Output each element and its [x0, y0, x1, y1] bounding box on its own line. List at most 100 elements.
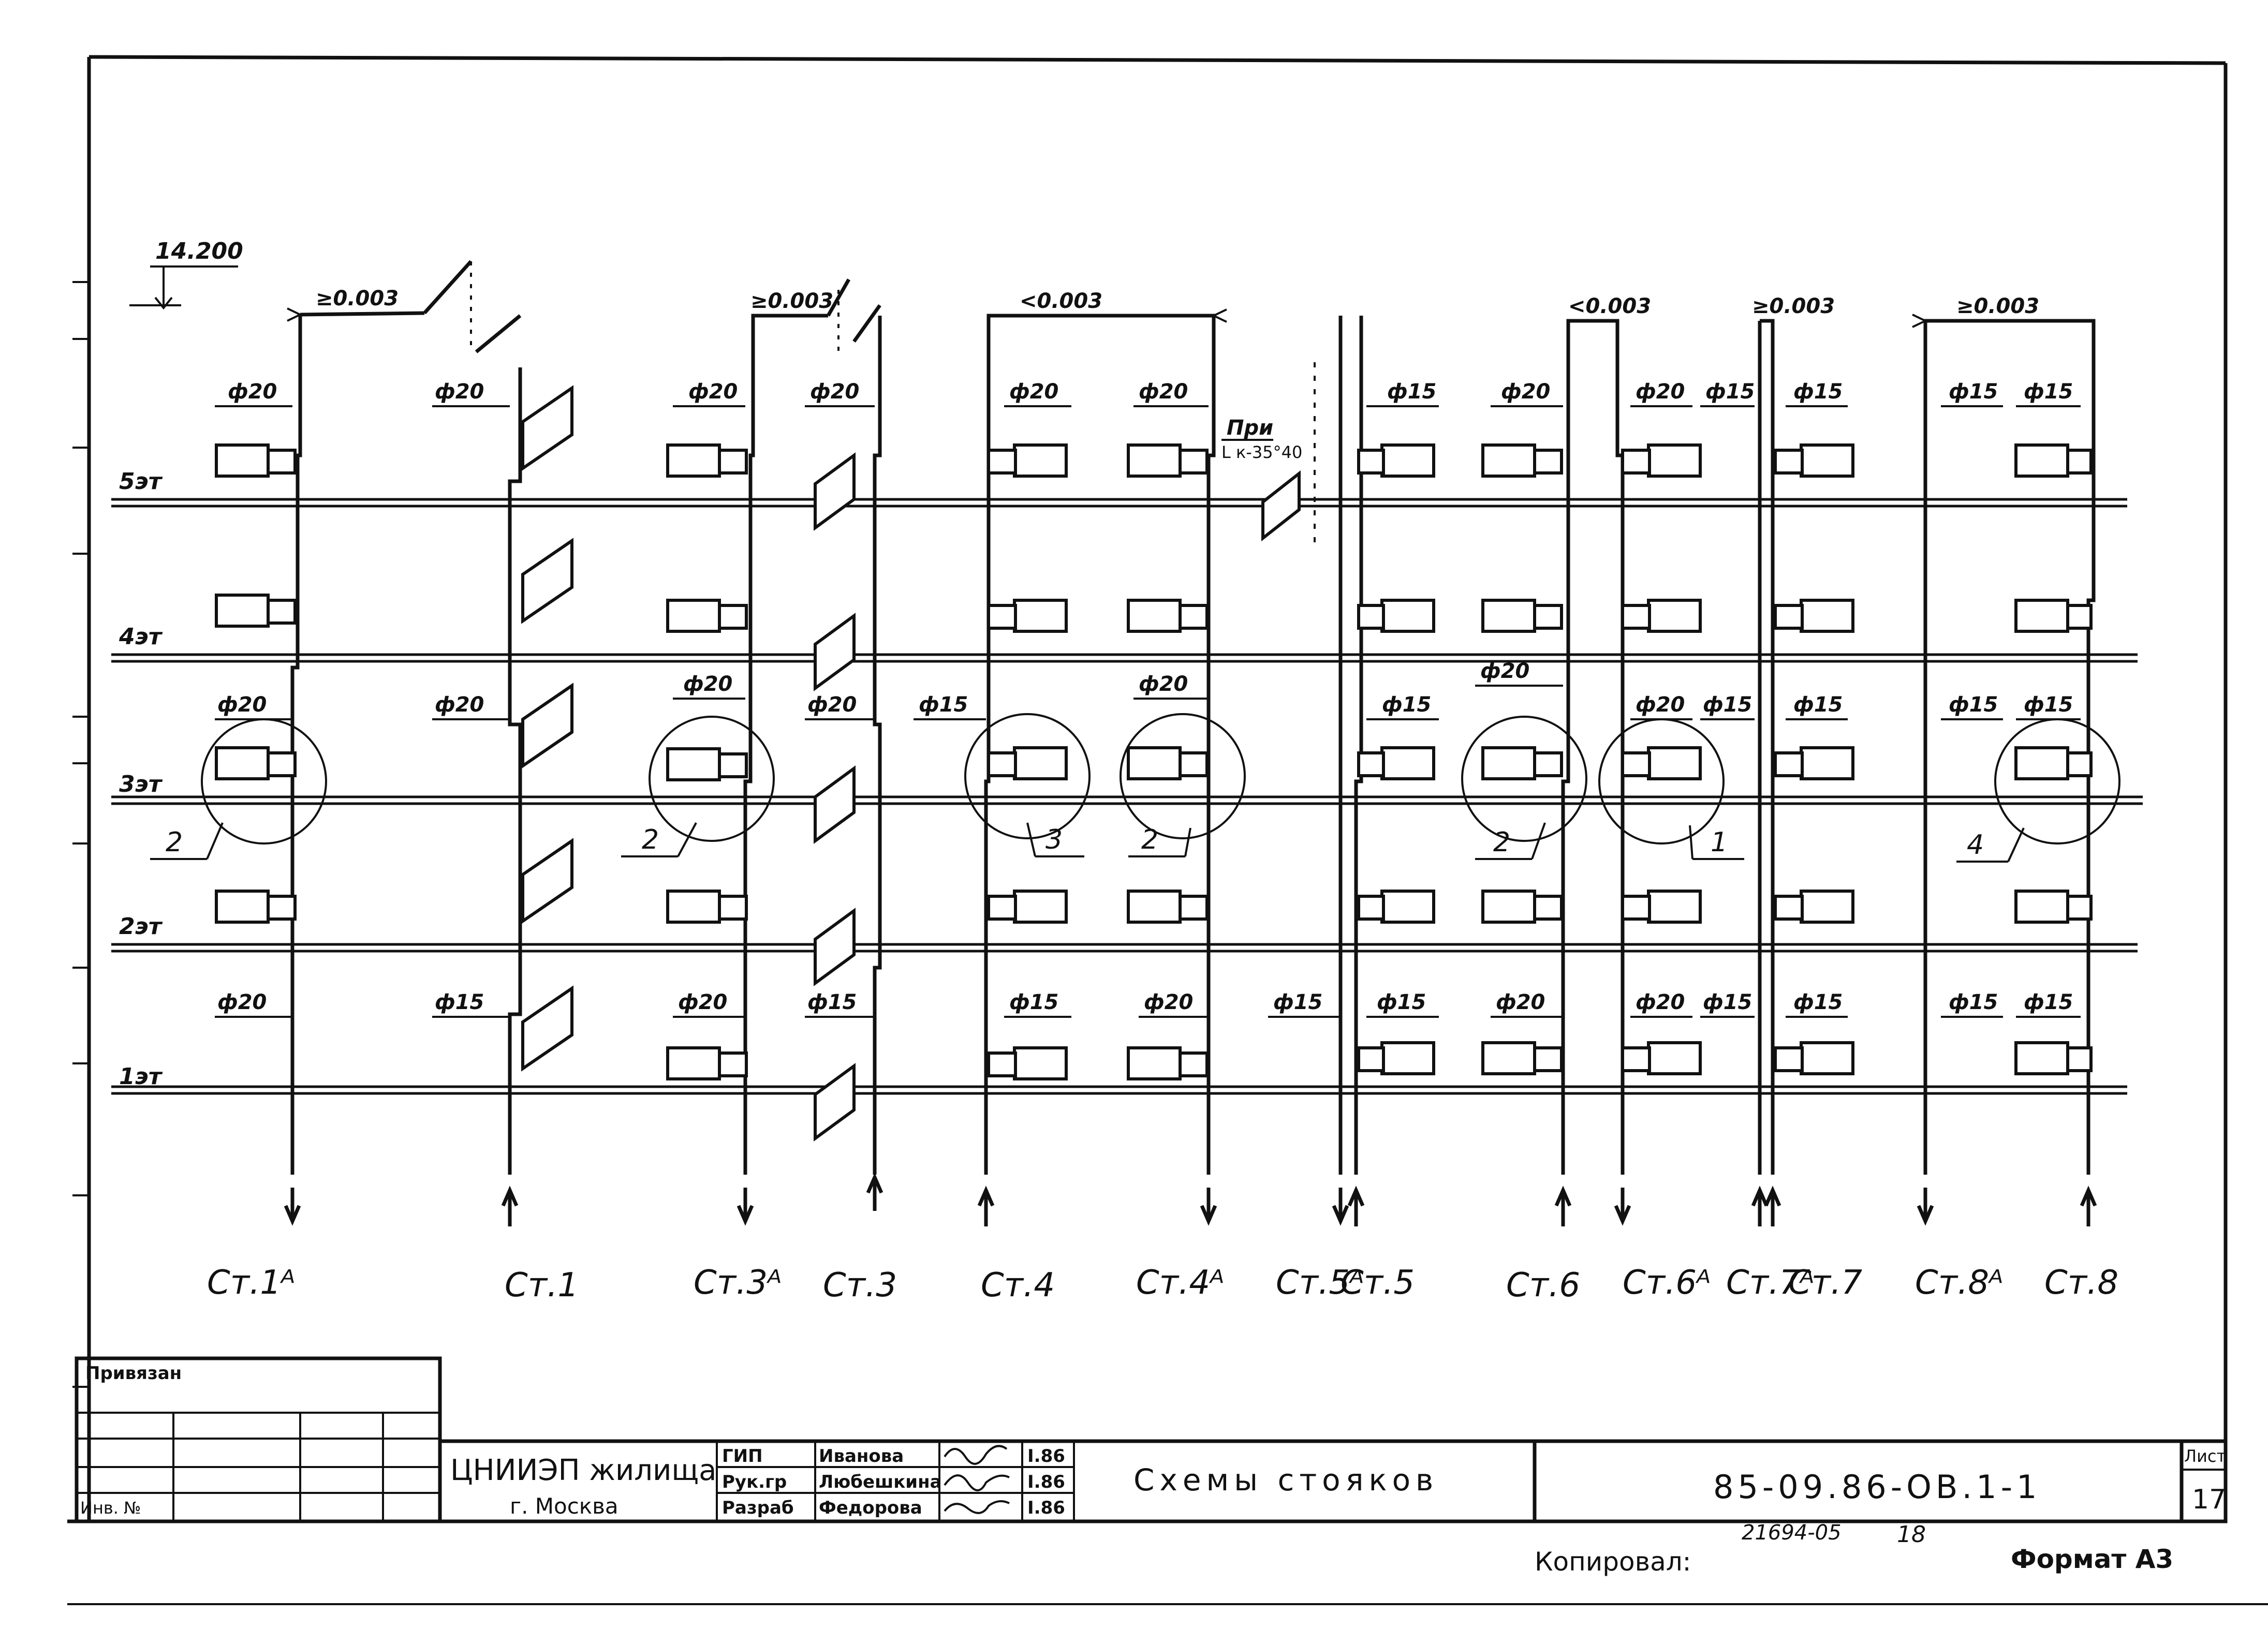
elevation-mark: 14.200 [129, 238, 243, 310]
date-lead: I.86 [1027, 1472, 1065, 1492]
floor-label-5: 5эт [119, 468, 163, 495]
riser-label: Ст.3 [823, 1266, 897, 1305]
diam-6-1: ф20 [1480, 659, 1529, 683]
riser-5-5a [1332, 316, 1435, 1226]
diam-1-2: ф15 [435, 990, 484, 1014]
callout-3: 3 [1045, 824, 1063, 855]
riser-label: Ст.4ᴬ [1136, 1264, 1225, 1302]
diam-6-0: ф20 [1501, 380, 1550, 404]
name-gip: Иванова [819, 1446, 904, 1467]
riser-4-4a [977, 308, 1227, 1226]
diam-5-0: ф15 [1387, 380, 1436, 404]
slope-label-6: ≥0.003 [1956, 294, 2039, 318]
detail-circles [150, 713, 2120, 863]
riser-labels: Ст.1ᴬ Ст.1 Ст.3ᴬ Ст.3 Ст.4 Ст.4ᴬ Ст.5ᴬ С… [207, 1264, 2118, 1305]
diam-3-0: ф20 [810, 380, 859, 404]
diam-8-1: ф15 [2024, 693, 2073, 717]
elevation-label: 14.200 [155, 238, 243, 264]
riser-label: Ст.5 [1341, 1264, 1415, 1302]
diam-4a-0: ф20 [1139, 380, 1188, 404]
riser-label: Ст.5ᴬ [1276, 1264, 1364, 1302]
role-lead: Рук.гр [722, 1472, 787, 1492]
riser-7-7a [1751, 319, 1854, 1226]
diam-4a-2: ф20 [1144, 990, 1193, 1014]
format-label: Формат А3 [2011, 1544, 2173, 1574]
diam-3a-0: ф20 [688, 380, 738, 404]
diam-3a-1: ф20 [683, 672, 732, 696]
floor-label-2: 2эт [119, 913, 163, 940]
copy-number: 18 [1897, 1521, 1926, 1548]
riser-3 [814, 304, 883, 1211]
diam-4-1: ф15 [919, 693, 968, 717]
callout-2: 2 [642, 824, 659, 855]
callout-6: 1 [1711, 827, 1728, 858]
diam-6a-2: ф20 [1636, 693, 1685, 717]
diam-6a-1: ф15 [1705, 380, 1755, 404]
note-line-1: При [1227, 416, 1273, 440]
riser-label: Ст.8 [2044, 1264, 2118, 1302]
diam-7-0: ф15 [1793, 380, 1843, 404]
diam-8a-1: ф15 [1949, 693, 1998, 717]
diam-1-1: ф20 [435, 693, 484, 717]
role-developer: Разраб [722, 1498, 794, 1518]
diam-6-2: ф20 [1496, 990, 1545, 1014]
riser-label: Ст.6 [1506, 1266, 1580, 1305]
riser-8-8a [1912, 314, 2097, 1226]
signature-3 [944, 1500, 1010, 1514]
diam-1a-2: ф20 [217, 990, 267, 1014]
organization-name: ЦНИИЭП жилища [450, 1454, 716, 1487]
diam-6a-4: ф20 [1636, 990, 1685, 1014]
diam-1a-1: ф20 [217, 693, 267, 717]
diam-5-2: ф15 [1273, 990, 1322, 1014]
date-gip: I.86 [1027, 1446, 1065, 1467]
callout-1: 2 [166, 827, 183, 858]
diam-3-1: ф20 [807, 693, 857, 717]
copy-code: 21694-05 [1742, 1521, 1842, 1545]
title-block: Привязан Инв. № ЦНИИЭП жилища г. Москва … [75, 1356, 2228, 1577]
signature-2 [944, 1474, 1010, 1491]
riser-label: Ст.8ᴬ [1915, 1264, 2004, 1302]
diam-7-1: ф15 [1793, 693, 1843, 717]
diam-8a-2: ф15 [1949, 990, 1998, 1014]
name-developer: Федорова [819, 1498, 922, 1518]
riser-label: Ст.4 [981, 1266, 1055, 1305]
diam-5-3: ф15 [1377, 990, 1426, 1014]
diam-8a-0: ф15 [1949, 380, 1998, 404]
role-gip: ГИП [722, 1446, 763, 1467]
diam-4a-1: ф20 [1139, 672, 1188, 696]
riser-label: Ст.3ᴬ [694, 1264, 782, 1302]
callout-7: 4 [1967, 830, 1984, 861]
organization-city: г. Москва [510, 1493, 618, 1519]
callout-4: 2 [1141, 824, 1158, 855]
drawing-title: Схемы стояков [1133, 1462, 1438, 1498]
diam-3-2: ф15 [807, 990, 857, 1014]
name-lead: Любешкина [819, 1472, 942, 1492]
slope-label-1: ≥0.003 [316, 287, 399, 310]
diam-4-2: ф15 [1009, 990, 1058, 1014]
diam-5-1: ф15 [1382, 693, 1431, 717]
drawing-code: 85-09.86-ОВ.1-1 [1713, 1468, 2041, 1506]
note-detail: При L к-35°40 [1221, 362, 1316, 549]
riser-label: Ст.7ᴬ [1726, 1264, 1815, 1302]
signature-1 [944, 1445, 1008, 1465]
diam-7-2: ф15 [1793, 990, 1843, 1014]
bound-label: Привязан [85, 1363, 182, 1384]
diam-3a-2: ф20 [678, 990, 727, 1014]
riser-1 [475, 314, 573, 1226]
riser-label: Ст.6ᴬ [1623, 1264, 1711, 1302]
diam-8-0: ф15 [2024, 380, 2073, 404]
riser-6-6a [1481, 319, 1702, 1226]
date-developer: I.86 [1027, 1498, 1065, 1518]
floor-label-3: 3эт [119, 771, 163, 797]
diam-6a-5: ф15 [1703, 990, 1752, 1014]
floor-label-1: 1эт [119, 1063, 163, 1090]
riser-label: Ст.7 [1788, 1264, 1862, 1302]
riser-label: Ст.1 [505, 1266, 579, 1305]
note-line-2: L к-35°40 [1221, 442, 1302, 462]
sheet-label: Лист [2184, 1446, 2226, 1466]
copied-label: Копировал: [1535, 1547, 1691, 1577]
riser-1a [215, 260, 473, 1226]
riser-3a [666, 278, 851, 1226]
slope-label-5: ≥0.003 [1752, 294, 1835, 318]
